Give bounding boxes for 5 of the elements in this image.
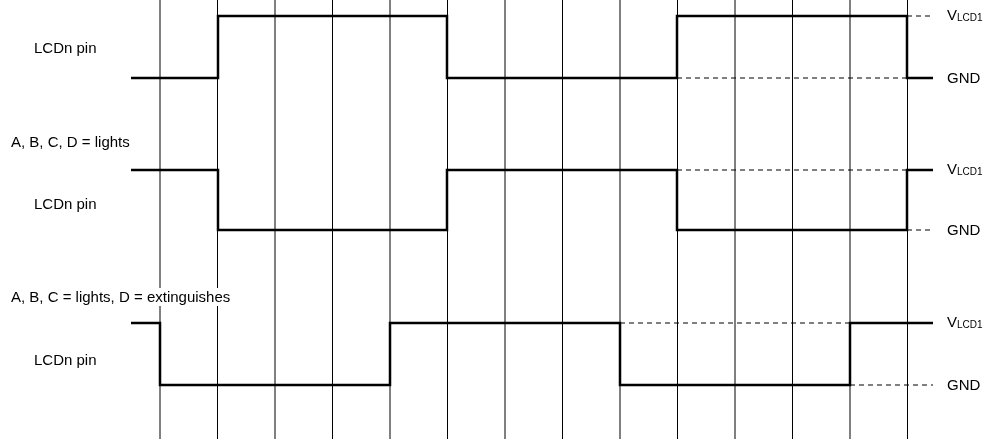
signal-label: LCDn pin: [34, 351, 97, 369]
condition-label: A, B, C = lights, D = extinguishes: [11, 288, 231, 306]
signal-label: LCDn pin: [34, 195, 97, 213]
signal-label: LCDn pin: [34, 39, 97, 57]
condition-label: A, B, C, D = lights: [11, 133, 130, 151]
